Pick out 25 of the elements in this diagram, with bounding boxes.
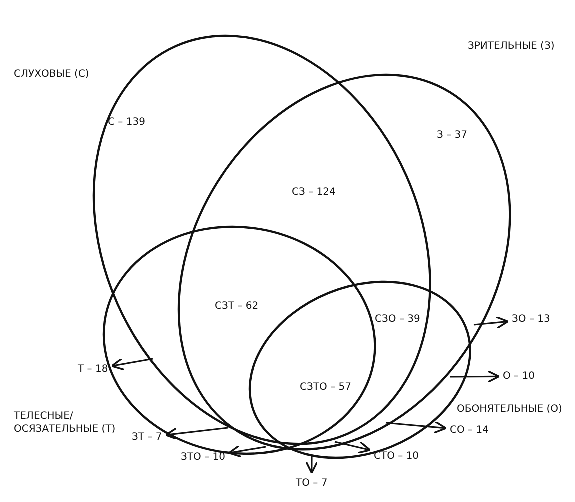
arrow bbox=[228, 444, 266, 458]
count-label: ЗТО – 10 bbox=[181, 451, 226, 464]
region-count: СЗ – 124 bbox=[292, 186, 336, 199]
set-label: ЗРИТЕЛЬНЫЕ (З) bbox=[468, 40, 555, 53]
set-label: ТЕЛЕСНЫЕ/ ОСЯЗАТЕЛЬНЫЕ (Т) bbox=[14, 410, 117, 436]
count-label: Т – 18 bbox=[78, 363, 108, 376]
arrow bbox=[305, 455, 318, 474]
arrow bbox=[165, 427, 228, 440]
set-label: ОБОНЯТЕЛЬНЫЕ (О) bbox=[456, 402, 562, 416]
region-count: С – 139 bbox=[108, 116, 146, 129]
count-label: ЗТ – 7 bbox=[132, 431, 162, 444]
set-label: СЛУХОВЫЕ (С) bbox=[14, 68, 90, 81]
arrow bbox=[474, 316, 509, 330]
arrow bbox=[450, 370, 500, 384]
region-count: СЗО – 39 bbox=[375, 313, 420, 326]
arrow bbox=[334, 441, 372, 454]
region-count: СЗТО – 57 bbox=[300, 381, 352, 394]
count-label: ЗО – 13 bbox=[512, 313, 550, 326]
region-count: СЗТ – 62 bbox=[215, 300, 259, 313]
count-label: ТО – 7 bbox=[296, 477, 328, 490]
arrow bbox=[386, 420, 447, 434]
count-label: СО – 14 bbox=[450, 424, 489, 437]
count-label: О – 10 bbox=[503, 370, 535, 383]
region-count: З – 37 bbox=[437, 129, 468, 142]
arrow bbox=[111, 358, 154, 371]
